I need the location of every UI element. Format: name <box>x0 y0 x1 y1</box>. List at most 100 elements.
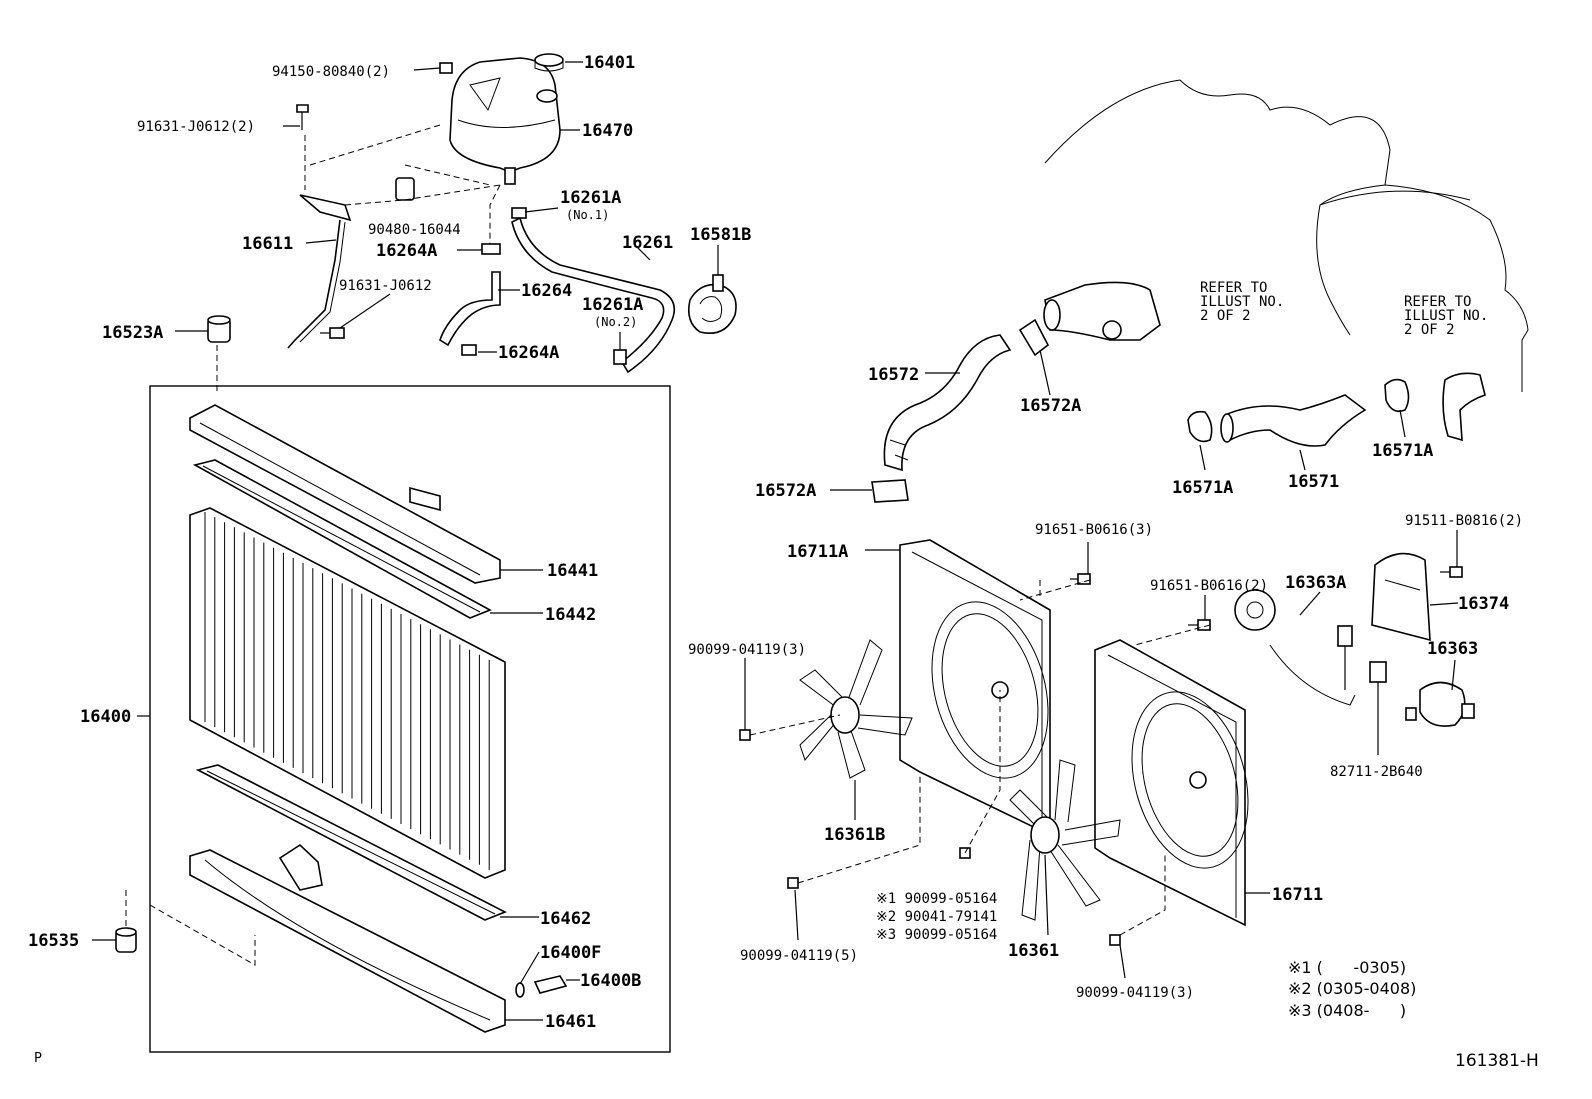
screw-90099-a <box>739 729 751 741</box>
label-refer-1-line2: ILLUST NO. <box>1200 294 1284 310</box>
label-16462: 16462 <box>540 909 591 929</box>
label-refer-2-line1: REFER TO <box>1404 294 1471 310</box>
label-refer-2-line3: 2 OF 2 <box>1404 322 1455 338</box>
label-16571A-right: 16571A <box>1372 441 1433 461</box>
label-16400B: 16400B <box>580 971 641 991</box>
label-16461: 16461 <box>545 1012 596 1032</box>
diagram-reference-id: 161381-H <box>1455 1051 1539 1071</box>
bolt-91631-b <box>320 327 345 339</box>
label-16261A-no1: 16261A <box>560 188 621 208</box>
cushion-16535 <box>115 927 137 953</box>
hose-16571 <box>1220 394 1367 447</box>
reservoir-cap <box>534 53 564 72</box>
clamp-16581B <box>687 274 737 334</box>
engine-outline <box>1044 79 1529 392</box>
gasket-16442 <box>192 459 492 619</box>
fan-shroud-16711A <box>899 539 1051 837</box>
label-refer-1-line1: REFER TO <box>1200 280 1267 296</box>
gasket-16462 <box>195 764 507 921</box>
motor-cover-16374 <box>1371 552 1431 642</box>
label-16400: 16400 <box>80 707 131 727</box>
screw-90099-c <box>1109 934 1121 946</box>
note-1: ※1 ( -0305) <box>1288 958 1406 977</box>
label-variant-3: ※3 90099-05164 <box>876 927 997 943</box>
label-no1: (No.1) <box>566 208 609 222</box>
connector-82711 <box>1369 661 1387 755</box>
label-16400F: 16400F <box>540 943 601 963</box>
label-90099-04119-3-left: 90099-04119(3) <box>688 642 806 658</box>
label-91511-b0816-2: 91511-B0816(2) <box>1405 513 1523 529</box>
label-16571: 16571 <box>1288 472 1339 492</box>
label-16264A-bottom: 16264A <box>498 343 559 363</box>
radiator-assembly-frame <box>149 385 671 1053</box>
bolt-91651-b <box>1188 619 1211 631</box>
radiator-core-16400 <box>189 507 506 879</box>
label-16442: 16442 <box>545 605 596 625</box>
fan-motor-16363A <box>1234 589 1356 706</box>
label-94150-80840: 94150-80840(2) <box>272 64 390 80</box>
reservoir-tank <box>449 57 561 185</box>
water-outlet-16572 <box>1043 281 1161 341</box>
screw-90099-b <box>787 877 799 889</box>
label-16261: 16261 <box>622 233 673 253</box>
label-variant-2: ※2 90041-79141 <box>876 909 997 925</box>
radiator-upper-tank-16441 <box>189 404 501 584</box>
label-16264A-top: 16264A <box>376 241 437 261</box>
clamp-16572A-lower <box>871 479 909 503</box>
clamp-16571A-left <box>1187 410 1213 443</box>
hose-16572 <box>883 334 1012 472</box>
hose-16264 <box>439 243 501 356</box>
bolt-91651-a <box>1070 573 1091 585</box>
clamp-16572A-upper <box>1018 318 1050 357</box>
label-16572A-upper: 16572A <box>1020 396 1081 416</box>
nut-94150 <box>439 62 453 74</box>
label-16401: 16401 <box>584 53 635 73</box>
label-91631-j0612: 91631-J0612 <box>339 278 432 294</box>
bolt-91631-a <box>296 104 309 130</box>
label-16711A: 16711A <box>787 542 848 562</box>
note-2: ※2 (0305-0408) <box>1288 979 1416 998</box>
label-16441: 16441 <box>547 561 598 581</box>
corner-mark: P <box>34 1051 42 1066</box>
fan-motor-16363 <box>1405 681 1475 727</box>
label-16523A: 16523A <box>102 323 163 343</box>
label-16711: 16711 <box>1272 885 1323 905</box>
fan-16361B <box>799 639 913 779</box>
label-16581B: 16581B <box>690 225 751 245</box>
label-90099-04119-5: 90099-04119(5) <box>740 948 858 964</box>
label-16261A-no2: 16261A <box>582 295 643 315</box>
label-no2: (No.2) <box>594 315 637 329</box>
label-16363A: 16363A <box>1285 573 1346 593</box>
label-91631-j0612-2: 91631-J0612(2) <box>137 119 255 135</box>
label-16363: 16363 <box>1427 639 1478 659</box>
label-refer-1-line3: 2 OF 2 <box>1200 308 1251 324</box>
drain-cock-16400B <box>533 975 568 994</box>
label-16264: 16264 <box>521 281 572 301</box>
bolt-91511 <box>1440 566 1463 578</box>
note-3: ※3 (0408- ) <box>1288 1001 1406 1020</box>
label-16572: 16572 <box>868 365 919 385</box>
fan-shroud-16711 <box>1094 639 1249 927</box>
label-91651-b0616-3: 91651-B0616(3) <box>1035 522 1153 538</box>
label-variant-1: ※1 90099-05164 <box>876 891 997 907</box>
clamp-16571A-right <box>1384 378 1410 413</box>
hose-16261 <box>511 207 676 374</box>
label-90099-04119-3-right: 90099-04119(3) <box>1076 985 1194 1001</box>
water-inlet-16571A <box>1442 372 1486 442</box>
grommet-90480 <box>395 177 415 201</box>
label-16361B: 16361B <box>824 825 885 845</box>
o-ring-16400F <box>515 982 525 998</box>
bracket-16611 <box>287 194 352 349</box>
label-16470: 16470 <box>582 121 633 141</box>
label-91651-b0616-2: 91651-B0616(2) <box>1150 578 1268 594</box>
label-82711-2b640: 82711-2B640 <box>1330 764 1423 780</box>
label-16611: 16611 <box>242 234 293 254</box>
cushion-16523A <box>207 315 231 343</box>
label-16535: 16535 <box>28 931 79 951</box>
label-90480-16044: 90480-16044 <box>368 222 461 238</box>
fan-16361 <box>1009 759 1121 921</box>
label-16361: 16361 <box>1008 941 1059 961</box>
label-16374: 16374 <box>1458 594 1509 614</box>
label-16572A-lower: 16572A <box>755 481 816 501</box>
